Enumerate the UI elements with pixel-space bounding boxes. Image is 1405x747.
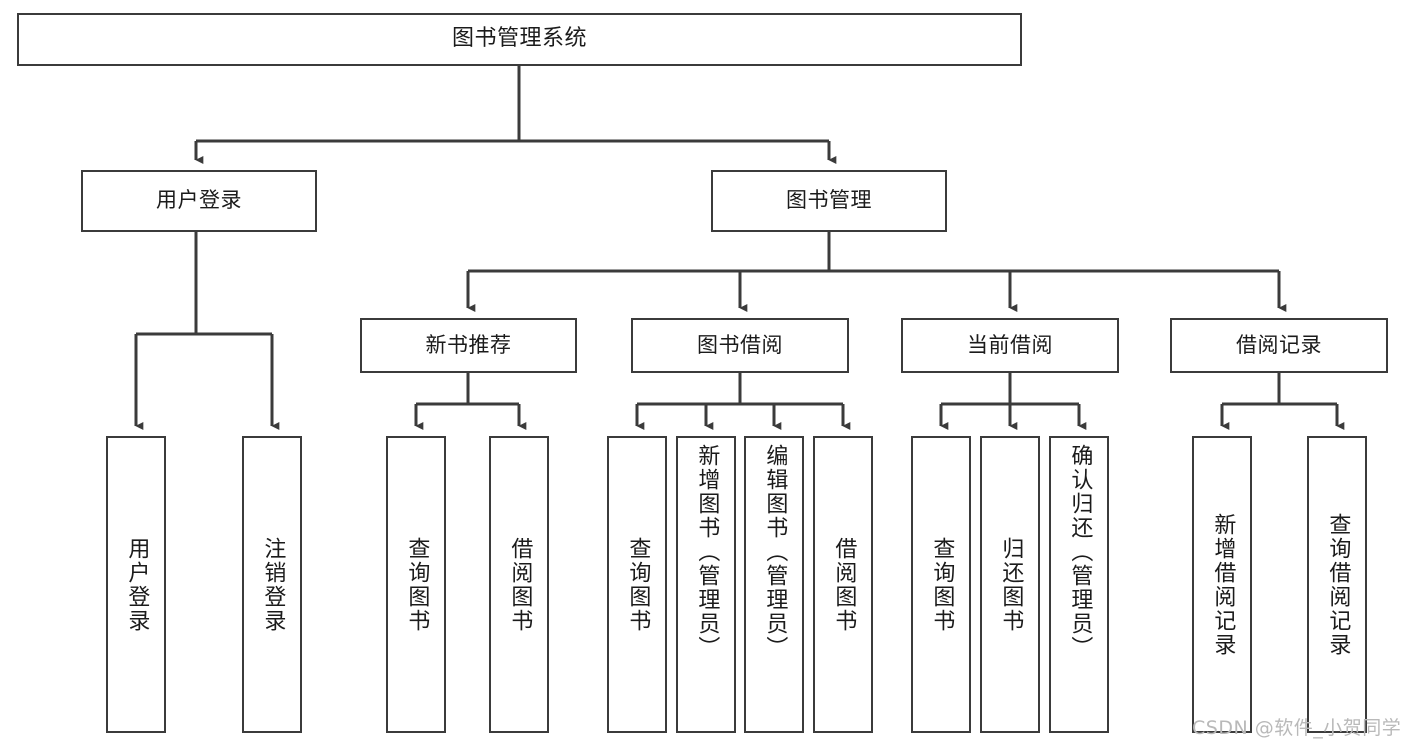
vertical-text-wrap: 归还图书 [982, 438, 1038, 731]
node-leaf-borrow-edit-book-admin[interactable]: 编辑图书（管理员） [744, 436, 804, 733]
node-label: 查询图书 [929, 536, 955, 633]
node-current-borrow[interactable]: 当前借阅 [901, 318, 1119, 373]
node-label: 图书借阅 [697, 332, 783, 357]
node-label: 用户登录 [124, 536, 150, 633]
vertical-text-wrap: 借阅图书 [815, 438, 871, 731]
vertical-text-wrap: 借阅图书 [491, 438, 547, 731]
node-leaf-user-logout[interactable]: 注销登录 [242, 436, 302, 733]
node-root-book-management-system[interactable]: 图书管理系统 [17, 13, 1022, 66]
node-leaf-recommend-query-book[interactable]: 查询图书 [386, 436, 446, 733]
node-leaf-record-query-record[interactable]: 查询借阅记录 [1307, 436, 1367, 733]
vertical-text-wrap: 用户登录 [108, 438, 164, 731]
node-label: 新书推荐 [425, 332, 512, 357]
node-user-login[interactable]: 用户登录 [81, 170, 317, 232]
node-leaf-current-confirm-return-admin[interactable]: 确认归还（管理员） [1049, 436, 1109, 733]
vertical-text-wrap: 确认归还（管理员） [1051, 438, 1107, 731]
node-label: 借阅记录 [1236, 332, 1322, 357]
node-label: 新增借阅记录 [1210, 512, 1236, 657]
node-leaf-borrow-query-book[interactable]: 查询图书 [607, 436, 667, 733]
node-label: 图书管理系统 [451, 26, 587, 52]
node-label: 归还图书 [998, 536, 1024, 633]
node-new-book-recommend[interactable]: 新书推荐 [360, 318, 577, 373]
node-label: 当前借阅 [967, 332, 1053, 357]
node-label: 借阅图书 [507, 536, 533, 633]
vertical-text-wrap: 查询图书 [388, 438, 444, 731]
vertical-text-wrap: 新增借阅记录 [1194, 438, 1250, 731]
node-leaf-borrow-add-book-admin[interactable]: 新增图书（管理员） [676, 436, 736, 733]
node-label: 编辑图书（管理员） [762, 444, 788, 660]
vertical-text-wrap: 编辑图书（管理员） [746, 438, 802, 731]
vertical-text-wrap: 新增图书（管理员） [678, 438, 734, 731]
vertical-text-wrap: 查询图书 [913, 438, 969, 731]
node-label: 图书管理 [786, 188, 872, 213]
node-leaf-borrow-borrow-book[interactable]: 借阅图书 [813, 436, 873, 733]
vertical-text-wrap: 查询图书 [609, 438, 665, 731]
node-label: 查询图书 [625, 536, 651, 633]
node-leaf-recommend-borrow-book[interactable]: 借阅图书 [489, 436, 549, 733]
node-book-management[interactable]: 图书管理 [711, 170, 947, 232]
node-label: 用户登录 [156, 188, 242, 213]
node-leaf-record-add-record[interactable]: 新增借阅记录 [1192, 436, 1252, 733]
csdn-watermark: CSDN @软件_小贺同学 [1192, 717, 1402, 739]
node-leaf-current-return-book[interactable]: 归还图书 [980, 436, 1040, 733]
node-label: 确认归还（管理员） [1067, 444, 1093, 660]
node-borrow-record[interactable]: 借阅记录 [1170, 318, 1388, 373]
node-label: 查询借阅记录 [1325, 512, 1351, 657]
node-label: 注销登录 [260, 536, 286, 633]
vertical-text-wrap: 注销登录 [244, 438, 300, 731]
node-label: 查询图书 [404, 536, 430, 633]
node-leaf-user-login-do[interactable]: 用户登录 [106, 436, 166, 733]
node-leaf-current-query-book[interactable]: 查询图书 [911, 436, 971, 733]
node-label: 借阅图书 [831, 536, 857, 633]
vertical-text-wrap: 查询借阅记录 [1309, 438, 1365, 731]
node-book-borrow[interactable]: 图书借阅 [631, 318, 849, 373]
node-label: 新增图书（管理员） [694, 444, 720, 660]
